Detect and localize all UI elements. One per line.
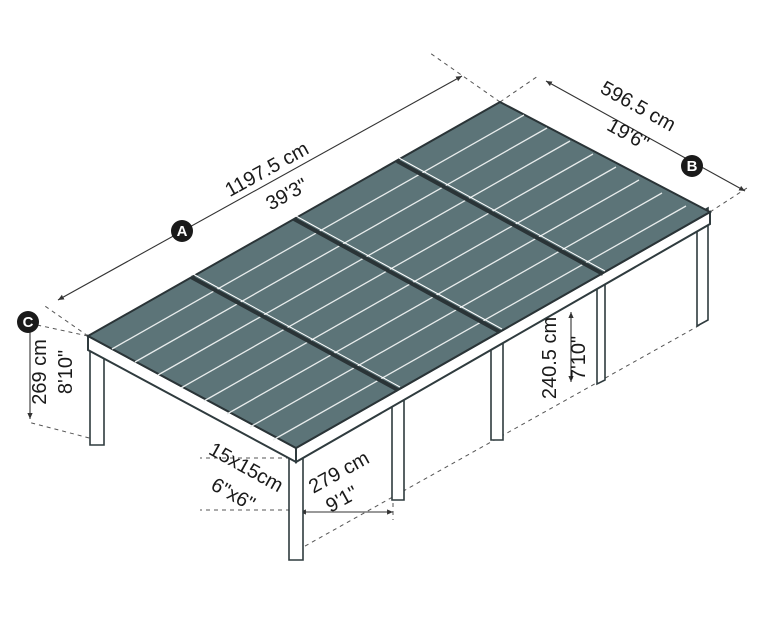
marker-c: C (17, 311, 39, 333)
roof-cross-beams (190, 159, 604, 392)
svg-text:B: B (687, 158, 698, 175)
length-dimension-line (57, 75, 463, 301)
marker-a: A (171, 220, 193, 242)
posts (89, 206, 709, 561)
post-front-corner (288, 454, 304, 561)
svg-text:C: C (23, 314, 34, 331)
clearance-ft-label: 7'10" (568, 336, 590, 380)
post-front-center (391, 394, 405, 501)
marker-b: B (681, 155, 703, 177)
roof-cross-highlights (192, 157, 606, 388)
roof (85, 100, 713, 450)
width-dimension-line (545, 80, 746, 192)
dimension-lines (27, 75, 746, 515)
height-cm-label: 269 cm (29, 339, 51, 405)
svg-text:A: A (177, 223, 188, 240)
clearance-cm-label: 240.5 cm (539, 317, 561, 399)
height-ft-label: 8'10" (55, 350, 77, 394)
